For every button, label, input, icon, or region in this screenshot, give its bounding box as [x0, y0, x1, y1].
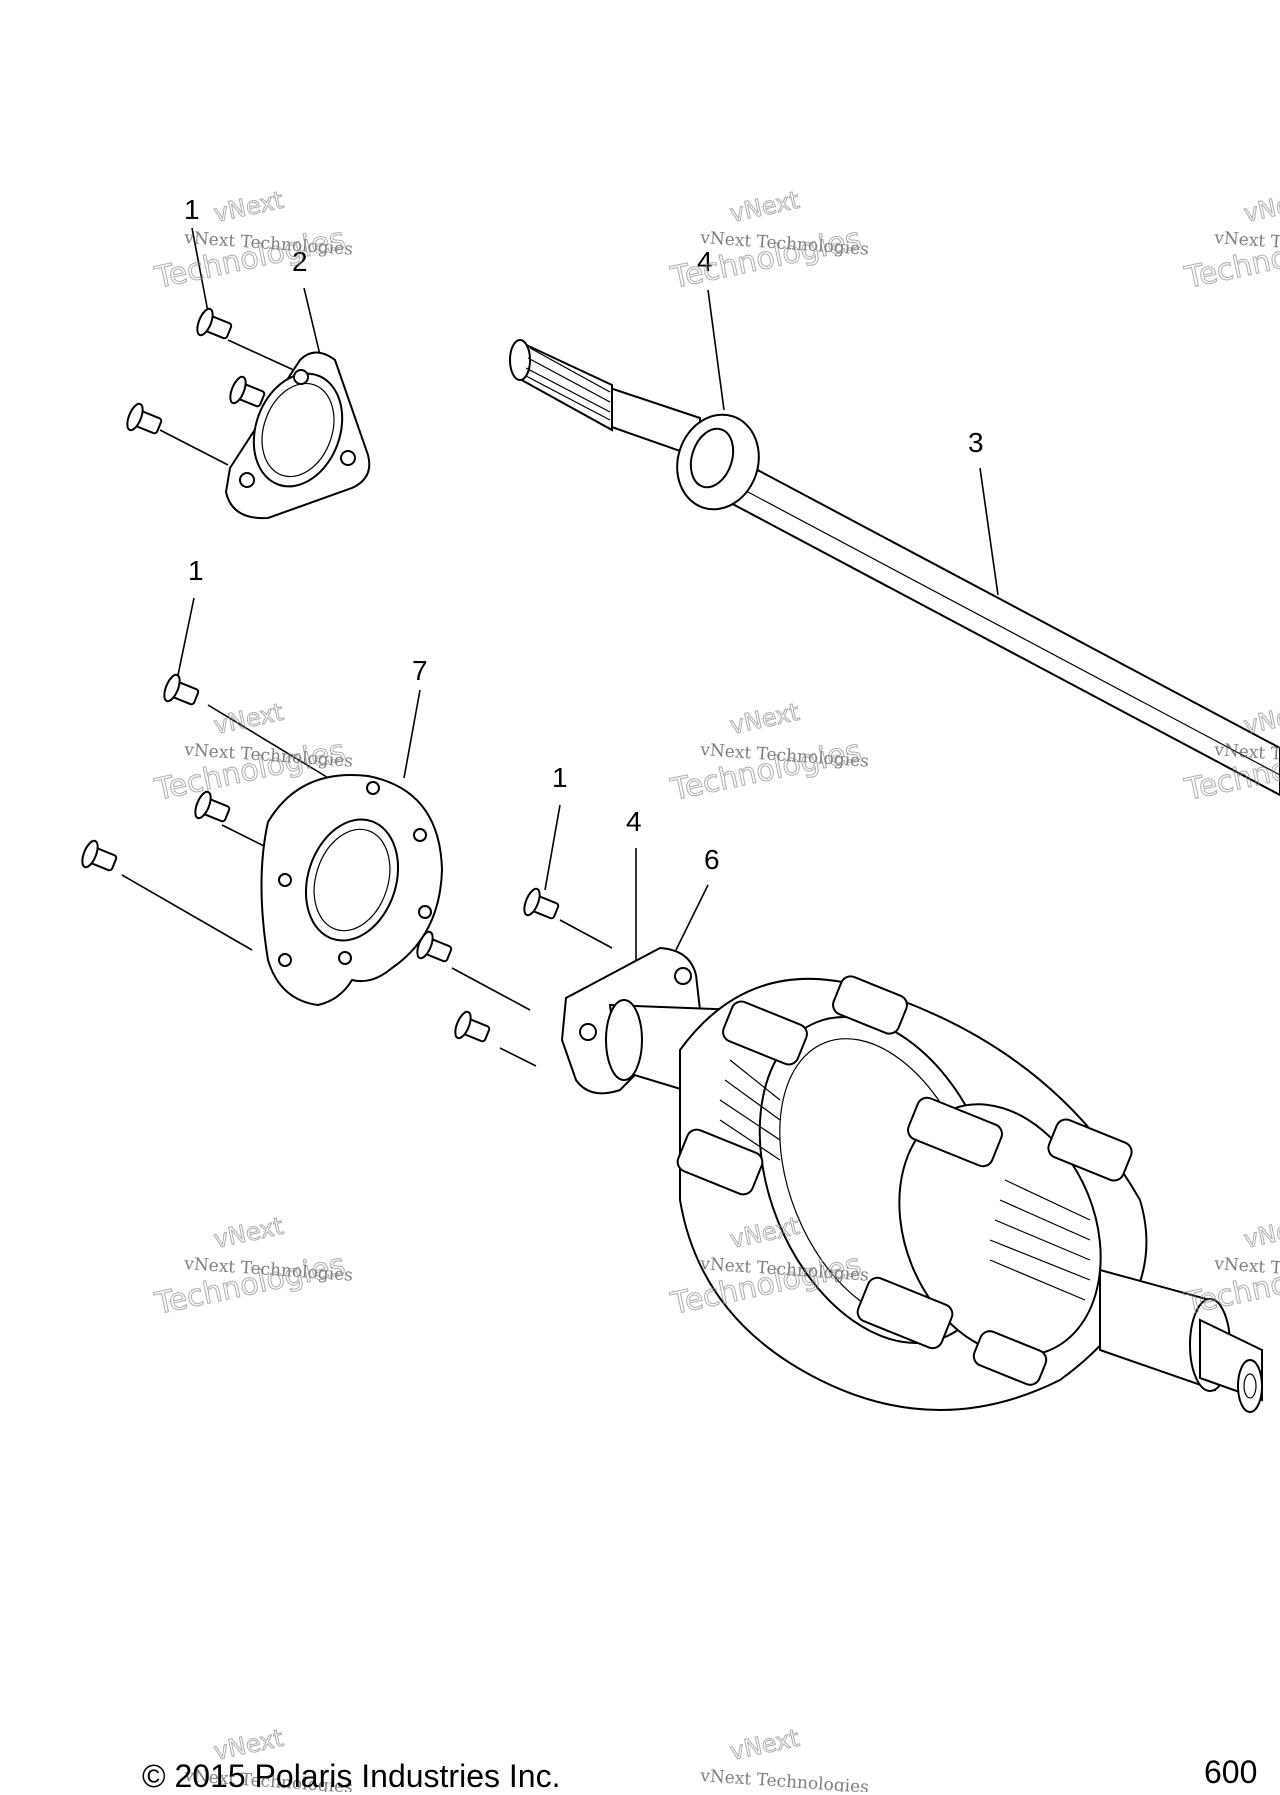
svg-text:vNext: vNext: [727, 1724, 801, 1766]
copyright-text: © 2015 Polaris Industries Inc.: [142, 1758, 561, 1794]
figure-code: 600: [1204, 1754, 1258, 1790]
leader-lines: [121, 227, 999, 1067]
callout-6: 6: [704, 844, 720, 875]
differential-assembly: [560, 946, 1263, 1413]
svg-text:vNext: vNext: [1241, 698, 1280, 740]
watermark: vNext vNext Technologies Technologies: [667, 697, 870, 808]
watermark: vNext vNext Technologies: [699, 1723, 870, 1792]
svg-text:vNext: vNext: [1241, 186, 1280, 228]
bolts-part-1: [81, 307, 560, 1043]
svg-text:vNext: vNext: [1241, 1212, 1280, 1254]
part-2-flange: [224, 351, 371, 520]
callout-7: 7: [412, 655, 428, 686]
callout-2: 2: [292, 246, 308, 277]
svg-text:vNext: vNext: [211, 1212, 285, 1254]
part-7-plate: [260, 774, 444, 1007]
callout-1: 1: [552, 762, 568, 793]
gear-teeth: [719, 1059, 1091, 1301]
callout-4: 4: [626, 806, 642, 837]
watermark: vNext vNext Technologies Technologies: [151, 185, 354, 296]
svg-text:vNext: vNext: [727, 186, 801, 228]
watermark: vNext vNext Technologies Technologies: [1181, 1211, 1280, 1322]
callout-4: 4: [697, 246, 713, 277]
svg-text:vNext Technologies: vNext Technologies: [699, 1766, 870, 1792]
svg-text:vNext: vNext: [727, 698, 801, 740]
watermark: vNext vNext Technologies Technologies: [151, 1211, 354, 1322]
callout-1: 1: [188, 555, 204, 586]
part-3-shaft: [509, 339, 1280, 797]
watermark: vNext vNext Technologies Technologies: [667, 185, 870, 296]
watermark: vNext vNext Technologies Technologies: [1181, 185, 1280, 296]
svg-text:vNext: vNext: [211, 698, 285, 740]
callout-labels: 1 2 4 3 1 7 1 4 6: [184, 194, 984, 875]
callout-3: 3: [968, 427, 984, 458]
callout-1: 1: [184, 194, 200, 225]
svg-text:vNext: vNext: [211, 186, 285, 228]
